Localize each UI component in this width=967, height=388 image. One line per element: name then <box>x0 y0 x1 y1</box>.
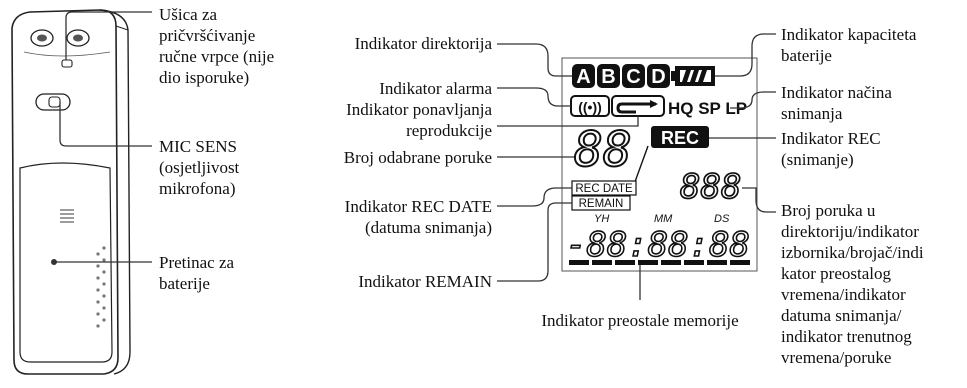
label-remain-indicator: Indikator REMAIN <box>358 272 492 291</box>
remain-badge: REMAIN <box>579 198 624 210</box>
rec-mode-text: HQ SP LP <box>668 99 747 118</box>
label-repeat-indicator: Indikator ponavljanja reprodukcije <box>346 100 492 140</box>
label-mic-sens: MIC SENS (osjetljivost mikrofona) <box>159 137 240 198</box>
repeat-icon <box>611 95 665 117</box>
label-rec-mode: Indikator načina snimanja <box>781 83 892 123</box>
label-message-number: Broj odabrane poruke <box>343 148 492 167</box>
label-remaining-memory: Indikator preostale memorije <box>541 311 739 330</box>
lcd-leader-lines <box>497 33 776 300</box>
time-marker-ds: DS <box>714 213 730 225</box>
label-rec-date-indicator: Indikator REC DATE (datuma snimanja) <box>344 197 492 237</box>
recorder-device <box>11 9 131 375</box>
label-counter-display: Broj poruka u direktoriju/indikator izbo… <box>781 201 924 367</box>
message-number-digits: 88 <box>574 122 632 178</box>
device-leader-lines <box>54 11 152 263</box>
label-rec-indicator: Indikator REC (snimanje) <box>781 129 881 169</box>
time-digits: -88:88:88 <box>566 225 750 265</box>
rec-date-badge: REC DATE <box>575 183 633 195</box>
label-alarm-indicator: Indikator alarma <box>379 79 492 98</box>
counter-digits: 888 <box>680 167 741 207</box>
time-marker-mm: MM <box>654 213 673 225</box>
label-battery-capacity: Indikator kapaciteta baterije <box>781 25 917 65</box>
label-folder-indicator: Indikator direktorija <box>354 34 492 53</box>
label-battery-compartment: Pretinac za baterije <box>159 253 235 293</box>
memory-bar <box>569 260 750 265</box>
folder-letter-b: B <box>601 66 615 88</box>
alarm-icon: ((•)) <box>578 99 602 115</box>
folder-letter-d: D <box>651 66 665 88</box>
folder-letters: A B C D <box>572 64 670 88</box>
rec-badge: REC <box>661 128 699 148</box>
folder-letter-a: A <box>576 66 590 88</box>
label-hand-strap: Ušica za pričvršćivanje ručne vrpce (nij… <box>159 5 275 87</box>
lcd-panel: A B C D ((•)) HQ SP LP 88 REC 8 <box>561 57 758 272</box>
battery-icon <box>671 66 715 86</box>
folder-letter-c: C <box>626 66 640 88</box>
time-marker-yh: YH <box>594 213 609 225</box>
